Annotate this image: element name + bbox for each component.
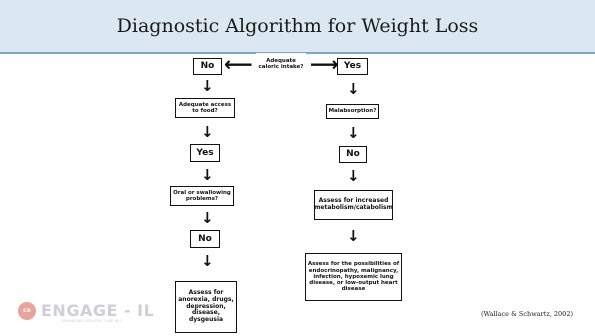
right-arrow-4: ↓: [347, 227, 360, 245]
left-arrow-2: ↓: [201, 123, 214, 141]
engage-il-logo: ce ENGAGE - IL ENHANCING GERIATRIC CARE …: [18, 301, 155, 323]
right-yes-node: Yes: [337, 58, 368, 75]
left-no-node: No: [193, 58, 222, 75]
left-access-food-node: Adequate access to food?: [175, 98, 235, 118]
left-arrow-3: ↓: [201, 166, 214, 184]
slide-title-bar: Diagnostic Algorithm for Weight Loss: [0, 0, 595, 54]
logo-badge-icon: ce: [18, 301, 36, 320]
right-arrow-1: ↓: [347, 80, 360, 98]
logo-tagline: ENHANCING GERIATRIC CARE IN IL: [62, 319, 123, 323]
left-arrow-1: ↓: [201, 77, 214, 95]
left-arrow-4: ↓: [201, 209, 214, 227]
slide-title: Diagnostic Algorithm for Weight Loss: [116, 15, 479, 37]
right-malabsorption-node: Malabsorption?: [326, 104, 379, 119]
right-outcome-node: Assess for the possibilities of endocrin…: [305, 253, 402, 301]
logo-name: ENGAGE - IL: [41, 301, 155, 320]
left-outcome-node: Assess for anorexia, drugs, depression, …: [175, 281, 237, 333]
left-no2-node: No: [190, 230, 220, 248]
citation: (Wallace & Schwartz, 2002): [480, 310, 573, 318]
start-node: Adequate caloric intake?: [256, 53, 306, 75]
right-no-node: No: [339, 146, 367, 163]
left-yes-node: Yes: [190, 144, 220, 162]
arrow-to-right-yes: ⟶: [310, 52, 339, 76]
arrow-to-left-no: ⟵: [224, 52, 253, 76]
left-arrow-5: ↓: [201, 252, 214, 270]
right-arrow-3: ↓: [347, 167, 360, 185]
left-oral-swallowing-node: Oral or swallowing problems?: [170, 186, 234, 206]
right-metabolism-node: Assess for increased metabolism/cataboli…: [314, 190, 393, 220]
right-arrow-2: ↓: [347, 124, 360, 142]
